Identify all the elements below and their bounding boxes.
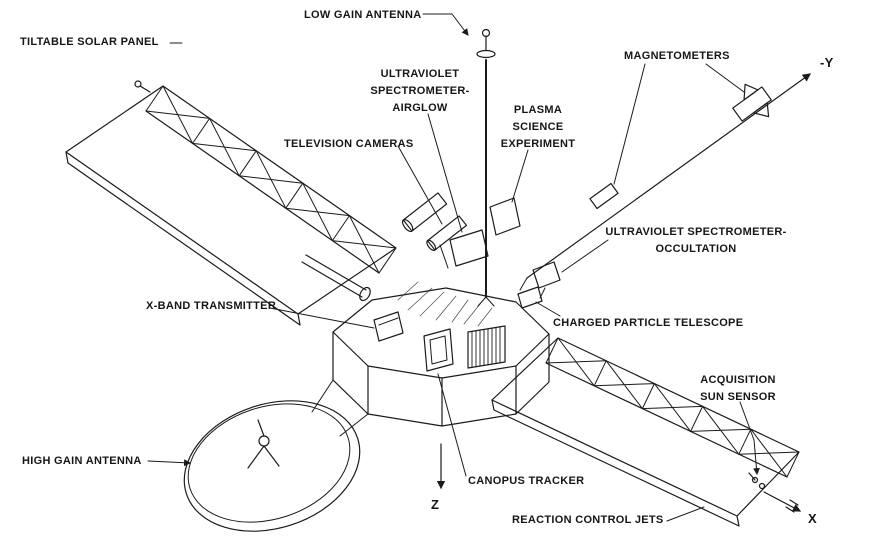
label-acquisition-sun-sensor: ACQUISITION SUN SENSOR xyxy=(683,372,793,406)
label-plasma-science-experiment: PLASMA SCIENCE EXPERIMENT xyxy=(494,102,582,153)
magnetometer-boom xyxy=(519,73,812,291)
axis-label-z: Z xyxy=(431,497,440,512)
label-line: SUN SENSOR xyxy=(700,391,776,403)
label-low-gain-antenna: LOW GAIN ANTENNA xyxy=(304,9,422,21)
right-solar-panel xyxy=(491,337,800,527)
label-tiltable-solar-panel: TILTABLE SOLAR PANEL xyxy=(20,36,159,48)
label-uv-spectrometer-airglow: ULTRAVIOLET SPECTROMETER- AIRGLOW xyxy=(360,66,480,117)
label-line: PLASMA xyxy=(513,104,563,116)
label-uv-spectrometer-occultation: ULTRAVIOLET SPECTROMETER- OCCULTATION xyxy=(605,224,787,258)
leader-lines xyxy=(147,13,760,522)
axes-arrows xyxy=(436,443,802,512)
spacecraft-bus xyxy=(332,281,550,427)
inner-magnetometer xyxy=(589,182,619,210)
low-gain-antenna-mast xyxy=(476,28,496,307)
label-line: ULTRAVIOLET xyxy=(380,68,460,80)
thermal-blanket-shading xyxy=(397,281,493,327)
x-band-transmitter xyxy=(373,311,404,342)
television-camera-2 xyxy=(426,215,468,251)
axis-label-minus-y: -Y xyxy=(820,55,834,70)
television-camera-1 xyxy=(401,192,448,233)
uv-spectrometer-airglow xyxy=(449,229,489,267)
label-line: ULTRAVIOLET SPECTROMETER- xyxy=(605,226,787,238)
label-line: SPECTROMETER- xyxy=(370,85,470,97)
label-line: OCCULTATION xyxy=(655,243,737,255)
axis-label-x: X xyxy=(808,511,817,526)
label-canopus-tracker: CANOPUS TRACKER xyxy=(468,475,585,487)
label-line: AIRGLOW xyxy=(392,102,448,114)
label-magnetometers: MAGNETOMETERS xyxy=(624,50,730,62)
label-line: ACQUISITION xyxy=(700,374,776,386)
canopus-tracker xyxy=(423,328,454,372)
charged-particle-telescope xyxy=(517,286,543,309)
reaction-control-jets xyxy=(785,499,799,513)
label-television-cameras: TELEVISION CAMERAS xyxy=(284,138,414,150)
label-reaction-control-jets: REACTION CONTROL JETS xyxy=(512,514,664,526)
left-solar-panel xyxy=(65,80,397,326)
label-high-gain-antenna: HIGH GAIN ANTENNA xyxy=(22,455,142,467)
x-axis-arrow xyxy=(763,491,802,512)
label-line: EXPERIMENT xyxy=(500,138,576,150)
uv-spectrometer-occultation xyxy=(532,261,561,289)
louver-panel xyxy=(467,325,506,369)
label-charged-particle-telescope: CHARGED PARTICLE TELESCOPE xyxy=(553,317,744,329)
label-x-band-transmitter: X-BAND TRANSMITTER xyxy=(146,300,277,312)
instruments xyxy=(373,192,561,372)
outer-magnetometer xyxy=(732,83,772,122)
label-line: SCIENCE xyxy=(512,121,564,133)
high-gain-antenna-dish xyxy=(183,379,369,532)
plasma-science-experiment xyxy=(489,197,521,236)
acquisition-sun-sensor xyxy=(748,472,766,490)
